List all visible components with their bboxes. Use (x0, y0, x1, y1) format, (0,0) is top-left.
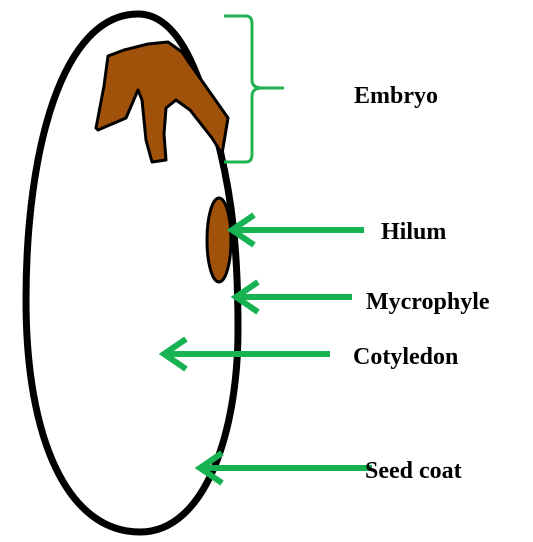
embryo-bracket (224, 16, 284, 162)
seed-coat-arrow (200, 453, 372, 483)
cotyledon-arrow (164, 339, 330, 369)
hilum (207, 198, 231, 282)
hilum-arrow (232, 215, 364, 245)
seed-coat-label: Seed coat (365, 458, 462, 484)
embryo (96, 42, 228, 162)
hilum-label: Hilum (381, 219, 446, 245)
embryo-label: Embryo (354, 83, 438, 109)
mycrophyle-arrow (236, 282, 352, 312)
cotyledon-label: Cotyledon (353, 344, 458, 370)
mycrophyle-label: Mycrophyle (366, 289, 490, 315)
